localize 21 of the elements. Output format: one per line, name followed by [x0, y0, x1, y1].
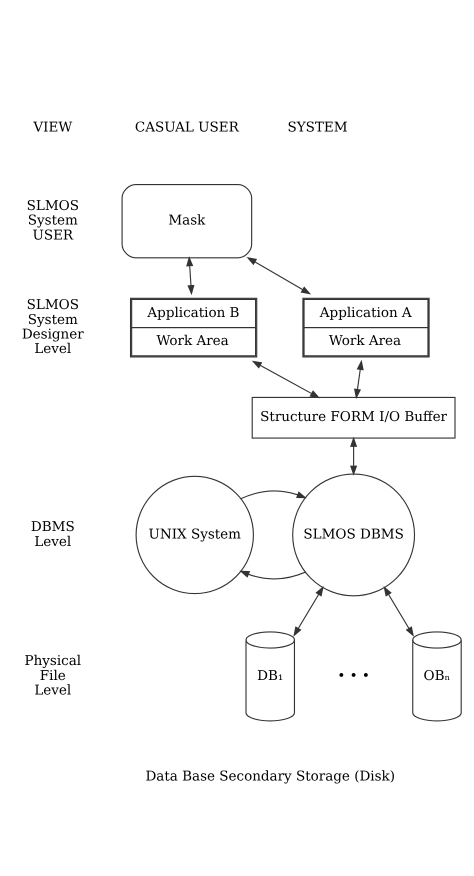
node-box: Mask: [122, 183, 252, 258]
label: SYSTEM: [288, 119, 348, 136]
arrow: [246, 256, 312, 294]
node-box: Structure FORM I/O Buffer: [252, 396, 456, 438]
arrow: [293, 586, 324, 636]
label: VIEW: [33, 119, 72, 136]
label: CASUAL USER: [134, 119, 239, 136]
label: • • •: [337, 667, 370, 684]
arrow: [240, 490, 307, 499]
arrow: [384, 586, 414, 636]
arrow: [252, 360, 320, 398]
arrow: [186, 256, 194, 295]
label: Data Base Secondary Storage (Disk): [145, 768, 395, 784]
arrow: [350, 436, 358, 476]
label: SLMOS System USER: [26, 197, 79, 243]
label: DBMS Level: [30, 518, 75, 550]
label: Physical File Level: [24, 652, 82, 698]
arrow: [354, 359, 364, 399]
node-circle: UNIX System: [136, 475, 254, 594]
label: SLMOS System Designer Level: [22, 296, 84, 357]
arrow: [239, 570, 306, 579]
